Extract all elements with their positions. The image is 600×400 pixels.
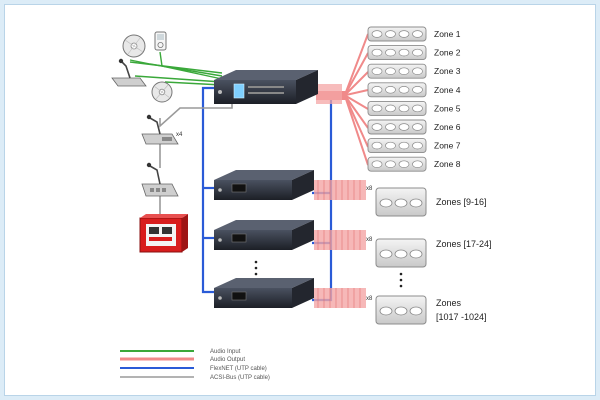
legend-label-acsi-bus: ACSI-Bus (UTP cable): [210, 375, 270, 381]
zone-item: Zone 3: [367, 63, 461, 79]
zone-label: Zone 6: [434, 122, 461, 132]
zone-speaker-box: [367, 100, 427, 116]
legend: Audio Input Audio Output FlexNET (UTP ca…: [120, 349, 270, 381]
speaker-icon: [385, 67, 396, 75]
zone-item: Zone 2: [367, 45, 461, 61]
zone-group-multiplier: x8: [366, 237, 373, 243]
speaker-icon: [398, 104, 410, 113]
audio-input-cabling: [129, 51, 223, 86]
zone-group-label: Zones [9-16]: [436, 197, 487, 207]
speaker-icon: [398, 48, 410, 57]
speaker-icon: [398, 86, 410, 94]
legend-label-audio-output: Audio Output: [210, 357, 245, 363]
speaker-icon: [371, 141, 383, 150]
expansion-unit-1: [214, 170, 314, 200]
zone-group-multiplier: x8: [366, 296, 373, 302]
speaker-icon: [412, 86, 423, 94]
fire-alarm-panel: [139, 214, 188, 253]
speaker-icon: [371, 67, 383, 75]
ellipsis-dots-zones: [399, 272, 403, 288]
media-player-icon: [154, 31, 167, 51]
speaker-icon: [412, 141, 423, 150]
legend-label-audio-input: Audio Input: [210, 349, 241, 355]
speaker-icon: [385, 86, 396, 94]
legend-label-flexnet: FlexNET (UTP cable): [210, 366, 267, 372]
zone-item: Zone 8: [367, 156, 461, 172]
mic-count-label: x4: [176, 132, 183, 138]
call-station-1: [141, 114, 179, 145]
speaker-icon: [371, 86, 383, 94]
expansion-unit-3: [214, 278, 314, 308]
zone-label: Zone 8: [434, 159, 461, 169]
speaker-icon: [412, 48, 423, 57]
speaker-icon: [412, 123, 423, 131]
speaker-icon: [385, 104, 396, 113]
speaker-icon: [398, 141, 410, 150]
zone-speaker-box: [367, 138, 427, 154]
zone-item: Zone 5: [367, 100, 461, 116]
zone-group-multiplier: x8: [366, 186, 373, 192]
speaker-icon: [412, 67, 423, 75]
zone-label: Zone 3: [434, 66, 461, 76]
zone-label: Zone 7: [434, 141, 461, 151]
speaker-icon: [412, 30, 423, 38]
zone-item: Zone 7: [367, 138, 461, 154]
speaker-icon: [385, 141, 396, 150]
zone-list: Zone 1 Zone 2 Zone 3 Zone 4 Zone 5 Zone 6 Zone…: [367, 26, 461, 172]
audio-output-bundles: [314, 180, 366, 308]
zone-speaker-box: [367, 156, 427, 172]
speaker-icon: [398, 30, 410, 38]
speaker-icon: [371, 104, 383, 113]
zone-label: Zone 4: [434, 85, 461, 95]
zone-group-label-line2: [1017 -1024]: [436, 312, 487, 322]
diagram-frame: [4, 4, 596, 396]
speaker-icon: [385, 160, 396, 168]
zone-item: Zone 6: [367, 119, 461, 135]
zone-group-label-line1: Zones: [436, 298, 462, 308]
speaker-icon: [412, 104, 423, 113]
zone-label: Zone 2: [434, 48, 461, 58]
speaker-icon: [385, 30, 396, 38]
speaker-icon: [398, 160, 410, 168]
zone-item: Zone 1: [367, 26, 461, 42]
zone-group-2: x8 Zones [17-24]: [366, 237, 492, 268]
ellipsis-dots-units: [254, 260, 258, 276]
zone-group-3: x8 Zones [1017 -1024]: [366, 295, 487, 325]
zone-group-1: x8 Zones [9-16]: [366, 186, 487, 217]
zone-speaker-box: [367, 82, 427, 98]
zone-item: Zone 4: [367, 82, 461, 98]
zone-label: Zone 5: [434, 103, 461, 113]
main-controller-device: [214, 70, 318, 104]
zone-speaker-box: [367, 119, 427, 135]
speaker-icon: [398, 123, 410, 131]
call-station-2: [141, 162, 179, 197]
speaker-icon: [371, 123, 383, 131]
acsi-bus-cabling: [159, 100, 233, 218]
zone-label: Zone 1: [434, 29, 461, 39]
expansion-unit-2: [214, 220, 314, 250]
zone-group-label: Zones [17-24]: [436, 239, 492, 249]
cd-disc-icon-2: [151, 81, 173, 103]
speaker-icon: [371, 30, 383, 38]
speaker-icon: [412, 160, 423, 168]
cd-disc-icon: [122, 34, 146, 58]
speaker-icon: [371, 48, 383, 57]
speaker-icon: [385, 123, 396, 131]
zone-speaker-box: [367, 45, 427, 61]
desk-microphone-icon: [111, 58, 147, 87]
speaker-icon: [371, 160, 383, 168]
speaker-icon: [398, 67, 410, 75]
zone-speaker-box: [367, 26, 427, 42]
audio-output-bundle-main: [316, 84, 342, 104]
zone-speaker-box: [367, 63, 427, 79]
speaker-icon: [385, 48, 396, 57]
